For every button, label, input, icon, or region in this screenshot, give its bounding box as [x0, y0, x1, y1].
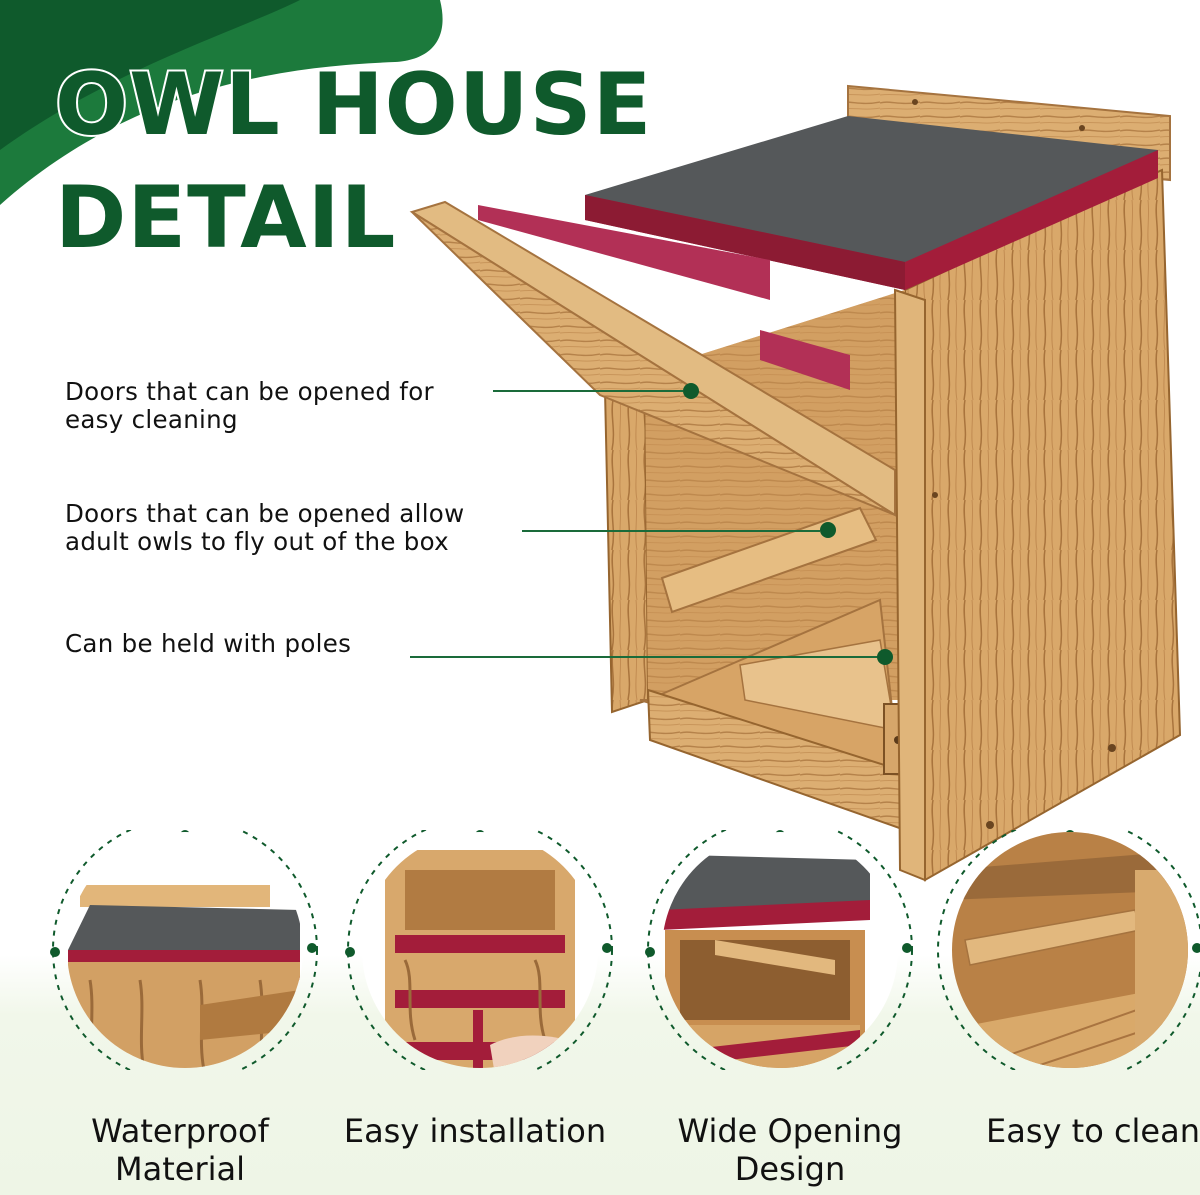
- page-title-line-2: DETAIL: [55, 168, 397, 268]
- feature-label-easy-installation: Easy installation: [343, 1112, 607, 1150]
- roof-closeup-icon: [50, 830, 318, 1070]
- pole-mount-icon: [345, 830, 613, 1070]
- interior-tray-icon: [937, 830, 1200, 1070]
- callout-pole-mount: Can be held with poles: [65, 629, 352, 658]
- callout-marker-dot: [877, 649, 893, 665]
- callout-leader-line: [522, 530, 820, 532]
- corner-leaf-decoration: [0, 0, 443, 205]
- page-title-line-1: OWL HOUSE: [53, 55, 653, 155]
- callout-leader-line: [410, 656, 878, 658]
- feature-waterproof: [50, 830, 320, 1070]
- feature-label-waterproof: Waterproof Material: [91, 1112, 269, 1188]
- feature-easy-to-clean: [935, 830, 1200, 1070]
- callout-cleaning-door: Doors that can be opened for easy cleani…: [65, 377, 434, 434]
- open-door-icon: [645, 830, 913, 1070]
- feature-wide-opening: [645, 830, 915, 1070]
- owl-house-illustration: [409, 84, 1182, 882]
- feature-label-wide-opening: Wide Opening Design: [677, 1112, 903, 1188]
- feature-label-easy-to-clean: Easy to clean: [986, 1112, 1200, 1150]
- feature-easy-installation: [345, 830, 615, 1070]
- callout-marker-dot: [820, 522, 836, 538]
- callout-fly-out-door: Doors that can be opened allow adult owl…: [65, 499, 465, 556]
- callout-marker-dot: [683, 383, 699, 399]
- callout-leader-line: [493, 390, 683, 392]
